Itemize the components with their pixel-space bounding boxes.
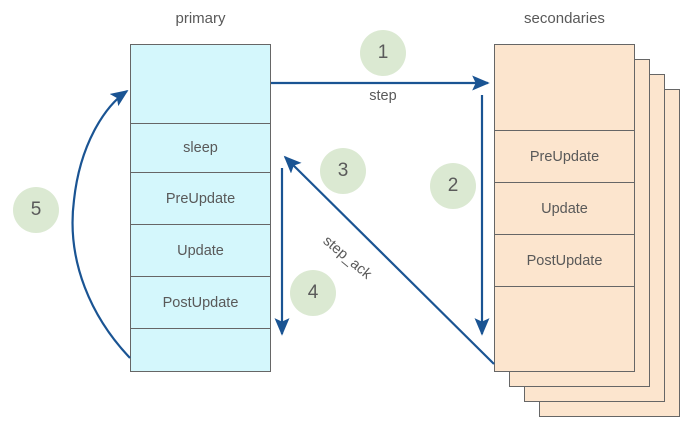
- primary-cell-sleep[interactable]: sleep: [131, 124, 270, 173]
- primary-cell-preupdate[interactable]: PreUpdate: [131, 173, 270, 225]
- arrow-step-ack: [283, 155, 495, 365]
- primary-cell-0[interactable]: [131, 45, 270, 124]
- edge-label-step: step: [369, 88, 397, 104]
- secondaries-cell-postupdate[interactable]: PostUpdate: [495, 235, 634, 287]
- primary-column-title: primary: [175, 10, 226, 27]
- arrow-loop-back: [71, 89, 131, 359]
- step-badge-3: 3: [320, 148, 366, 194]
- secondaries-cell-0[interactable]: [495, 45, 634, 131]
- primary-cell-update[interactable]: Update: [131, 225, 270, 277]
- secondaries-cell-preupdate[interactable]: PreUpdate: [495, 131, 634, 183]
- secondaries-column-title: secondaries: [524, 10, 605, 27]
- step-badge-2: 2: [430, 163, 476, 209]
- primary-cell-postupdate[interactable]: PostUpdate: [131, 277, 270, 329]
- primary-column[interactable]: sleep PreUpdate Update PostUpdate: [130, 44, 271, 372]
- step-badge-4: 4: [290, 270, 336, 316]
- step-badge-5: 5: [13, 187, 59, 233]
- secondaries-column[interactable]: PreUpdate Update PostUpdate: [494, 44, 635, 372]
- secondaries-cell-update[interactable]: Update: [495, 183, 634, 235]
- step-badge-1: 1: [360, 30, 406, 76]
